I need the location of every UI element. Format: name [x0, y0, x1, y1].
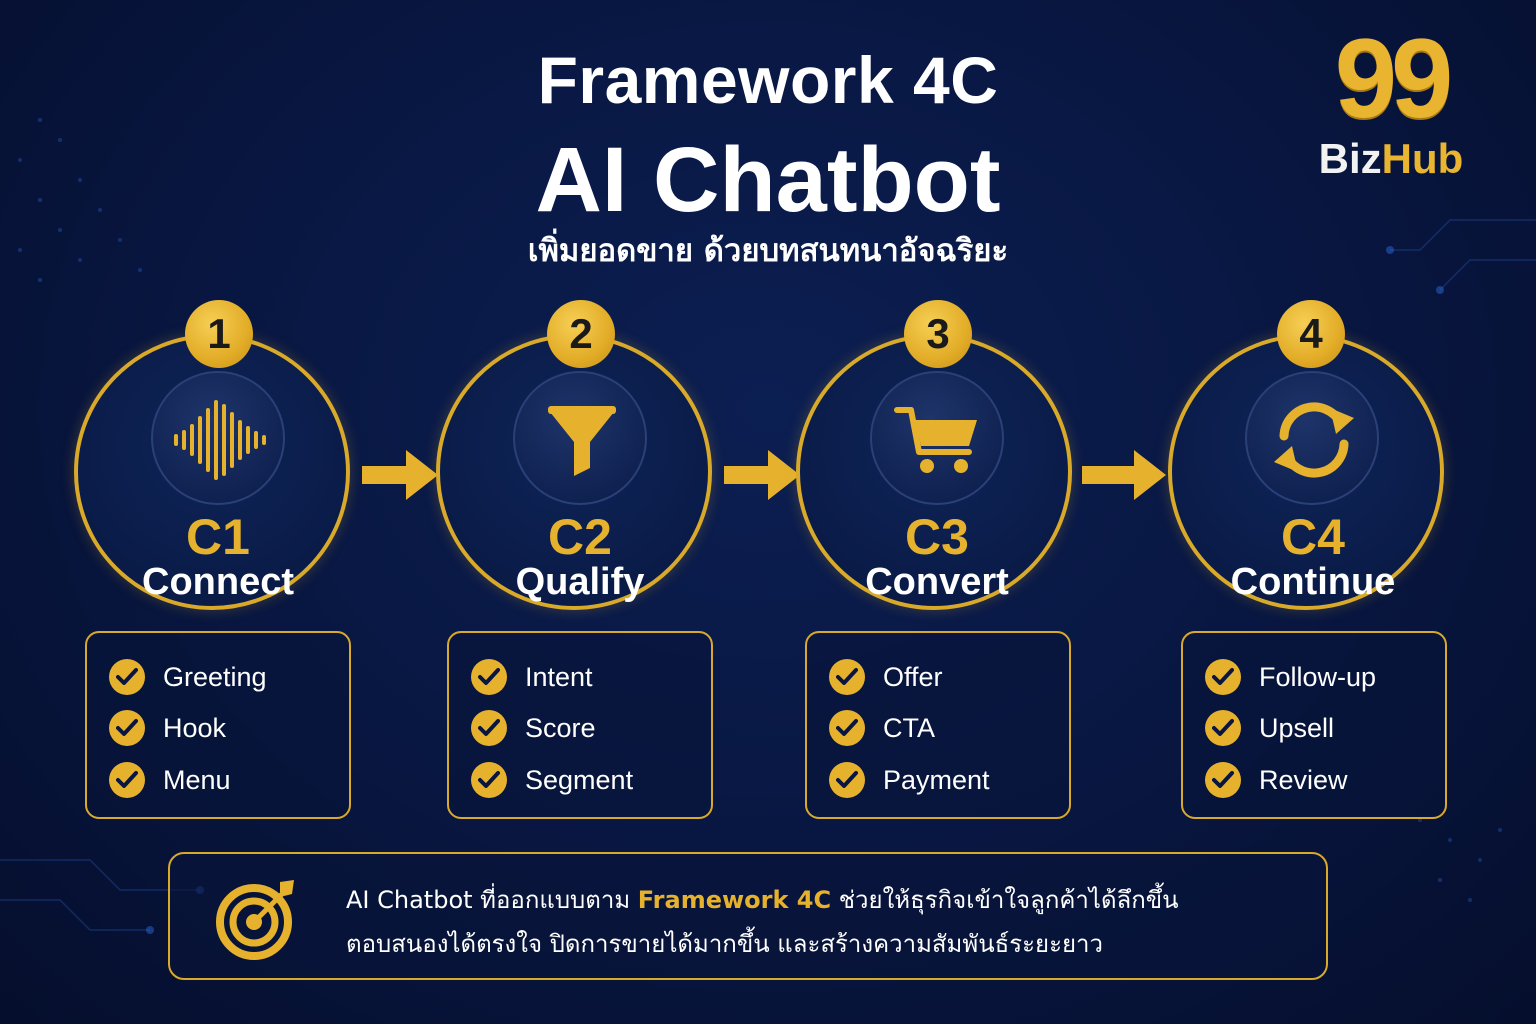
stage-name: Qualify [515, 561, 645, 603]
icon-disc [151, 371, 285, 505]
check-icon [109, 762, 145, 798]
checklist-label: Follow-up [1259, 662, 1377, 692]
checklist-label: Offer [883, 662, 943, 692]
title-line-1: Framework 4C [537, 43, 999, 117]
title-line-2: AI Chatbot [535, 129, 1001, 231]
check-icon [471, 762, 507, 798]
summary-text: ช่วยให้ธุรกิจเข้าใจลูกค้าได้ลึกขึ้น [831, 886, 1179, 914]
checklist-label: Segment [525, 765, 634, 795]
stage-code: C3 [905, 509, 969, 565]
checklist-box: Offer CTA Payment [805, 631, 1071, 819]
stage-number-badge: 2 [547, 300, 615, 368]
shopping-cart-icon [894, 407, 977, 473]
checklist-label: Greeting [163, 662, 267, 692]
summary-text: AI Chatbot ที่ออกแบบตาม [346, 886, 638, 914]
refresh-cycle-icon [1274, 402, 1354, 478]
summary-line-2: ตอบสนองได้ตรงใจ ปิดการขายได้มากขึ้น และส… [346, 930, 1103, 958]
check-icon [829, 659, 865, 695]
check-icon [829, 710, 865, 746]
logo-biz: Biz [1318, 135, 1382, 182]
stage-number-badge: 3 [904, 300, 972, 368]
icon-disc [1245, 371, 1379, 505]
logo-number: 99 [1334, 16, 1454, 141]
stage-name: Connect [142, 561, 294, 603]
checklist-box: Follow-up Upsell Review [1181, 631, 1447, 819]
sound-wave-icon [174, 400, 266, 480]
checklist-label: Menu [163, 765, 231, 795]
checklist-label: Payment [883, 765, 990, 795]
check-icon [471, 659, 507, 695]
arrow-right-icon [724, 450, 800, 500]
icon-disc [870, 371, 1004, 505]
checklist-label: Upsell [1259, 713, 1335, 743]
checklist-label: CTA [883, 713, 935, 743]
summary-highlight: Framework 4C [637, 886, 832, 914]
stage-name: Continue [1230, 561, 1396, 603]
logo-wordmark: BizHub [1296, 136, 1486, 182]
checklist-label: Hook [163, 713, 227, 743]
stage-code: C2 [548, 509, 612, 565]
check-icon [1205, 710, 1241, 746]
subtitle: เพิ่มยอดขาย ด้วยบทสนทนาอัจฉริยะ [527, 233, 1009, 269]
icon-disc [513, 371, 647, 505]
check-icon [829, 762, 865, 798]
arrow-right-icon [1082, 450, 1166, 500]
check-icon [109, 659, 145, 695]
stage-number-badge: 4 [1277, 300, 1345, 368]
check-icon [1205, 659, 1241, 695]
checklist-label: Intent [525, 662, 593, 692]
stage-code: C1 [186, 509, 250, 565]
summary-line-1: AI Chatbot ที่ออกแบบตาม Framework 4C ช่ว… [346, 882, 1179, 918]
checklist-box: Intent Score Segment [447, 631, 713, 819]
checklist-label: Review [1259, 765, 1348, 795]
arrow-right-icon [362, 450, 438, 500]
check-icon [471, 710, 507, 746]
checklist-label: Score [525, 713, 596, 743]
stage-number-badge: 1 [185, 300, 253, 368]
check-icon [1205, 762, 1241, 798]
summary-box: AI Chatbot ที่ออกแบบตาม Framework 4C ช่ว… [168, 852, 1328, 980]
checklist-box: Greeting Hook Menu [85, 631, 351, 819]
stage-code: C4 [1281, 509, 1345, 565]
check-icon [109, 710, 145, 746]
logo-99bizhub: 99 BizHub [1296, 16, 1486, 194]
logo-hub: Hub [1381, 135, 1464, 182]
target-icon [216, 880, 294, 960]
stage-name: Convert [865, 561, 1009, 603]
funnel-icon [548, 406, 616, 476]
